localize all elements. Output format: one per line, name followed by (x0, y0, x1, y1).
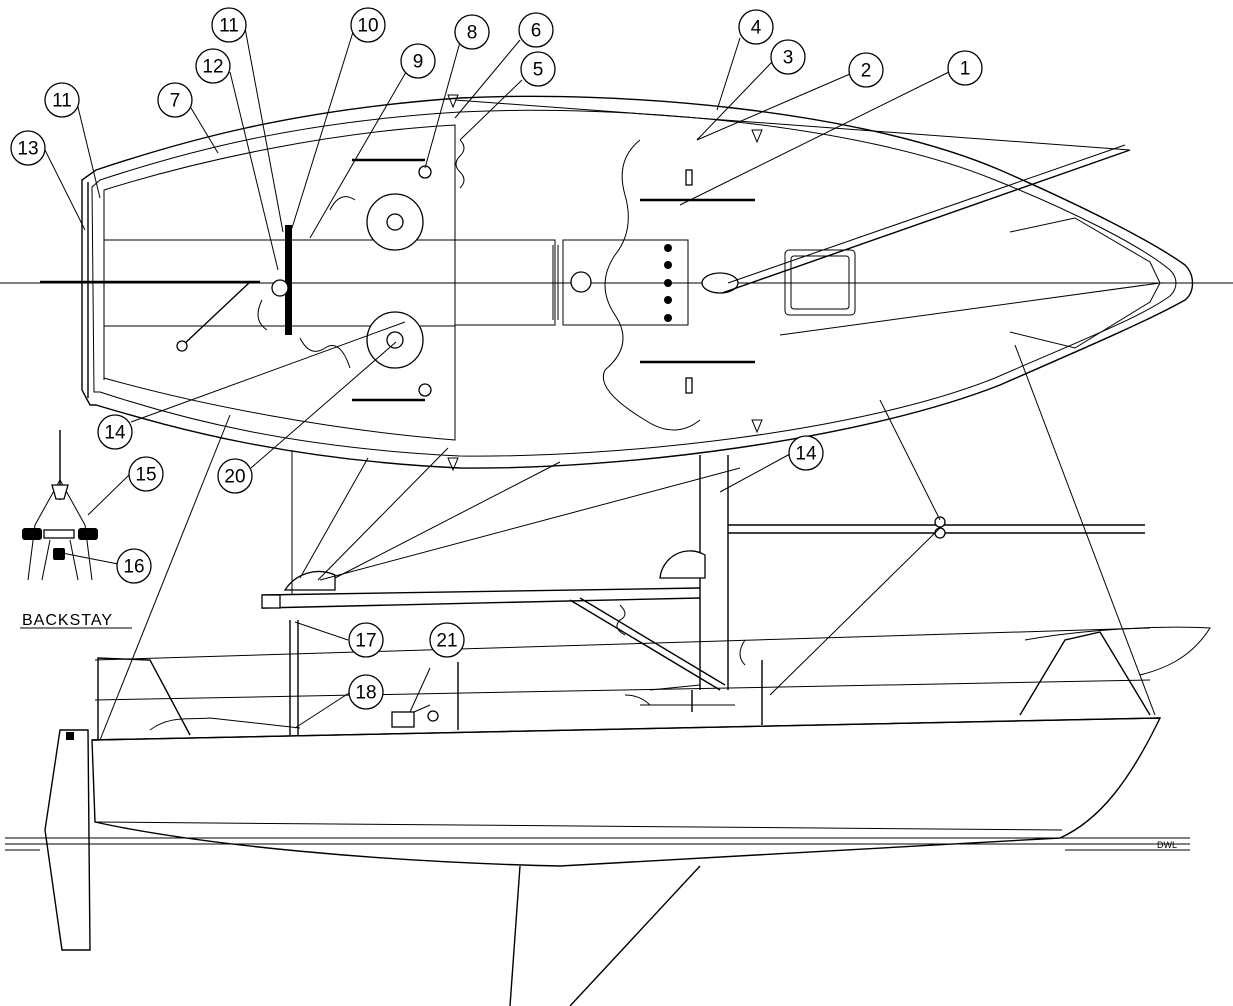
deck-plan (0, 94, 1233, 472)
svg-text:13: 13 (17, 139, 38, 160)
svg-text:17: 17 (355, 631, 376, 652)
callout-21: 21 (429, 622, 465, 658)
callout-18: 18 (348, 674, 384, 710)
callout-7: 7 (157, 82, 193, 118)
svg-text:6: 6 (531, 21, 542, 42)
callout-3: 3 (770, 39, 806, 75)
callout-12: 12 (195, 48, 231, 84)
backstay-label: BACKSTAY (22, 612, 113, 629)
boom (261, 587, 701, 596)
svg-text:14: 14 (795, 444, 817, 465)
mainsheet-traveler (285, 225, 292, 335)
callout-14-deck: 14 (97, 414, 133, 450)
callout-16: 16 (116, 548, 152, 584)
backstay-detail (20, 430, 132, 629)
bow-pulpit-profile (1019, 631, 1151, 716)
cabin-hatch (454, 239, 556, 326)
svg-text:4: 4 (751, 18, 762, 39)
callout-13: 13 (10, 130, 46, 166)
svg-text:7: 7 (170, 91, 181, 112)
boom-vang (569, 599, 721, 691)
deck-hull-outline-inner (91, 109, 1177, 457)
svg-text:3: 3 (783, 48, 794, 69)
svg-text:5: 5 (533, 60, 544, 81)
winch-profile-aft (283, 570, 336, 591)
lifeline-lower (94, 679, 1151, 701)
cabin-top (562, 239, 689, 326)
lifeline-upper (94, 627, 1151, 661)
svg-text:16: 16 (123, 557, 144, 578)
spinnaker-pole (721, 149, 1131, 294)
callout-9: 9 (400, 43, 436, 79)
deck-plate (570, 271, 592, 293)
dwl-label: DWL (1157, 840, 1177, 850)
winch-profile-fwd (659, 550, 706, 579)
callout-14-mast: 14 (788, 435, 824, 471)
leader-lines (44, 27, 950, 729)
hull-profile (91, 717, 1162, 867)
callout-2: 2 (848, 52, 884, 88)
callout-17: 17 (348, 622, 384, 658)
callout-15: 15 (128, 456, 164, 492)
stern-pulpit (97, 657, 191, 740)
svg-text:11: 11 (219, 16, 239, 37)
svg-text:12: 12 (202, 57, 223, 78)
profile-view (5, 344, 1211, 1006)
svg-text:8: 8 (467, 23, 478, 44)
rudder (44, 729, 91, 951)
winch-21 (391, 711, 415, 728)
svg-text:15: 15 (135, 465, 156, 486)
deck-hull-outline-outer (81, 95, 1194, 469)
tiller (181, 281, 251, 347)
callout-6: 6 (518, 12, 554, 48)
callout-11-upper: 11 (211, 7, 247, 43)
svg-text:18: 18 (355, 683, 376, 704)
callout-8: 8 (454, 14, 490, 50)
svg-text:2: 2 (861, 61, 872, 82)
svg-text:11: 11 (52, 91, 72, 112)
callout-5: 5 (520, 51, 556, 87)
callout-1: 1 (947, 50, 983, 86)
keel (509, 865, 701, 1006)
forward-hatch (784, 249, 856, 316)
svg-text:20: 20 (224, 467, 245, 488)
callout-11-lower: 11 (44, 82, 80, 118)
svg-text:14: 14 (104, 423, 126, 444)
callout-20: 20 (217, 458, 253, 494)
callout-4: 4 (738, 9, 774, 45)
jib-profile (1024, 626, 1211, 676)
mast-step (701, 272, 739, 294)
callouts: 1 2 3 4 5 6 7 8 9 10 11 11 12 13 14 14 1… (10, 7, 983, 710)
svg-text:10: 10 (357, 16, 378, 37)
callout-10: 10 (350, 7, 386, 43)
svg-text:1: 1 (960, 59, 971, 80)
svg-text:21: 21 (436, 631, 457, 652)
svg-text:9: 9 (413, 52, 424, 73)
